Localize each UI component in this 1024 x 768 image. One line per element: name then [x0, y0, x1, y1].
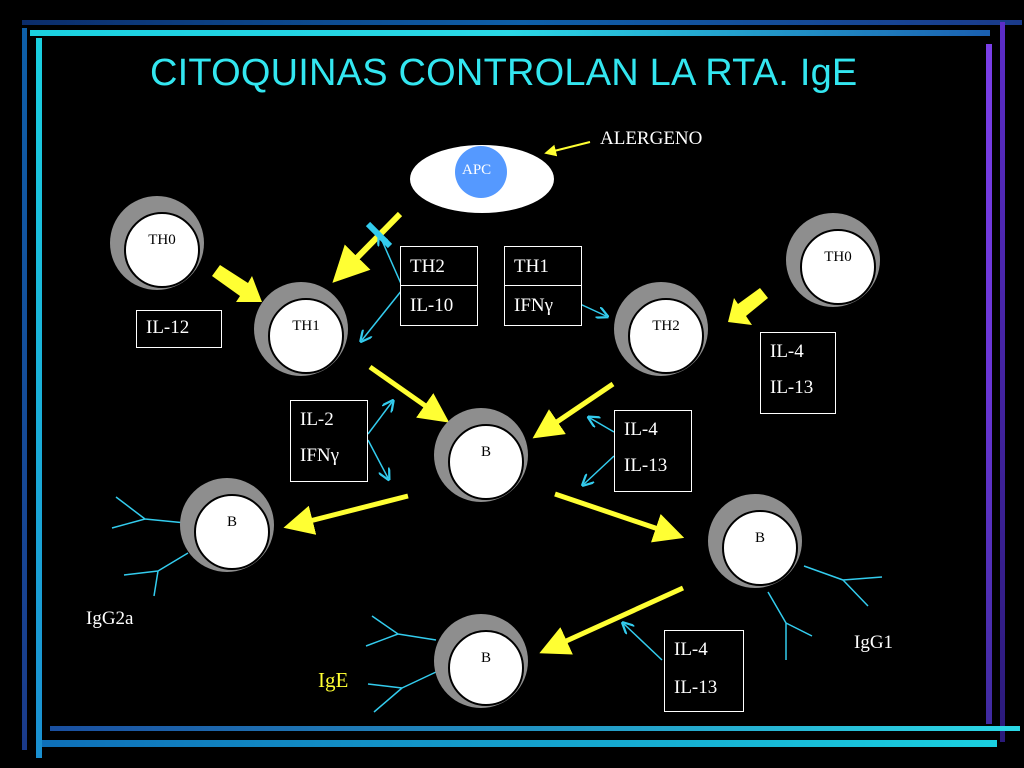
- allergen-arrow: [544, 141, 591, 157]
- frame-top-line: [22, 20, 1022, 25]
- cell-th2-label: TH2: [652, 318, 680, 334]
- il4-bottom-text: IL-4: [674, 639, 708, 660]
- cell-b-bottom-label: B: [480, 650, 491, 666]
- il12-text: IL-12: [146, 317, 190, 338]
- arrow-b-to-b-left: [283, 493, 409, 535]
- cell-b-bottom: B: [434, 614, 542, 722]
- allergen-label: ALERGENO: [600, 128, 703, 149]
- cell-b-left: B: [180, 478, 288, 586]
- cell-th1-label: TH1: [292, 318, 320, 334]
- il13-bottom-text: IL-13: [674, 677, 718, 698]
- ige-label: IgE: [318, 668, 349, 692]
- th0-left-block-arrow: [212, 265, 262, 302]
- cell-th0-right: TH0: [786, 213, 894, 321]
- cell-th0-right-label: TH0: [824, 249, 852, 265]
- thin-arrow-il2-up: [367, 402, 392, 435]
- slide-title: CITOQUINAS CONTROLAN LA RTA. IgE: [150, 52, 858, 94]
- thin-arrow-il10-to-th1: [362, 289, 403, 340]
- th2-box-title: TH2: [410, 256, 445, 277]
- thin-arrow-il4-bottom: [624, 624, 663, 661]
- cell-b-left-label: B: [226, 514, 237, 530]
- cell-b-right-label: B: [754, 530, 765, 546]
- th1-box-title: TH1: [514, 256, 549, 277]
- il4-right-text: IL-4: [770, 341, 804, 362]
- il4-il13-box-center: IL-4 IL-13: [614, 410, 692, 492]
- thin-arrow-il10-to-bar: [380, 236, 403, 287]
- il12-box: IL-12: [136, 310, 222, 348]
- il2-text: IL-2: [300, 409, 334, 430]
- frame-left-line: [22, 28, 27, 750]
- arrow-apc-to-th1: [332, 211, 403, 283]
- th1-ifng-box: TH1 IFNγ: [504, 246, 582, 326]
- antibodies-bottom: [365, 615, 437, 713]
- il2-ifng-box: IL-2 IFNγ: [290, 400, 368, 482]
- arrow-b-to-b-right: [554, 491, 685, 543]
- igg1-label: IgG1: [854, 632, 894, 653]
- cell-th2: TH2: [614, 282, 722, 390]
- thin-arrow-il2-down: [367, 439, 388, 478]
- arrow-b-to-b-bottom: [539, 585, 685, 655]
- frame-bottom-line: [50, 726, 1020, 731]
- antibodies-right: [767, 565, 883, 660]
- th1-box-cytokine: IFNγ: [514, 295, 554, 316]
- frame-right-line: [986, 44, 992, 724]
- frame-bottom-line-2: [42, 740, 997, 747]
- cell-th1: TH1: [254, 282, 362, 390]
- th2-box-cytokine: IL-10: [410, 295, 454, 316]
- il13-right-text: IL-13: [770, 377, 814, 398]
- arrow-th1-to-b: [368, 364, 450, 423]
- cell-th0-left: TH0: [110, 196, 218, 304]
- antibodies-left: [111, 496, 189, 597]
- il4-il13-box-bottom: IL-4 IL-13: [664, 630, 744, 712]
- th0-right-block-arrow: [728, 288, 768, 325]
- thin-arrow-il4-down: [584, 455, 615, 484]
- thin-arrow-ifng-to-th2: [579, 303, 606, 316]
- cell-b-right: B: [708, 494, 816, 602]
- il4-center-text: IL-4: [624, 419, 658, 440]
- cell-th0-left-label: TH0: [148, 232, 176, 248]
- il13-center-text: IL-13: [624, 455, 668, 476]
- thin-arrow-il4-up: [590, 418, 615, 433]
- apc-label: APC: [462, 162, 492, 178]
- th2-il10-box: TH2 IL-10: [400, 246, 478, 326]
- frame-right-line-2: [1000, 22, 1005, 742]
- igg2a-label: IgG2a: [86, 608, 134, 629]
- ifng-text: IFNγ: [300, 445, 340, 466]
- frame-left-line-2: [36, 38, 42, 758]
- cell-b-center-label: B: [480, 444, 491, 460]
- frame-top-line-2: [30, 30, 990, 36]
- cell-b-center: B: [434, 408, 542, 516]
- arrow-th2-to-b: [532, 381, 615, 439]
- apc-cell: [410, 145, 554, 213]
- il4-il13-box-right: IL-4 IL-13: [760, 332, 836, 414]
